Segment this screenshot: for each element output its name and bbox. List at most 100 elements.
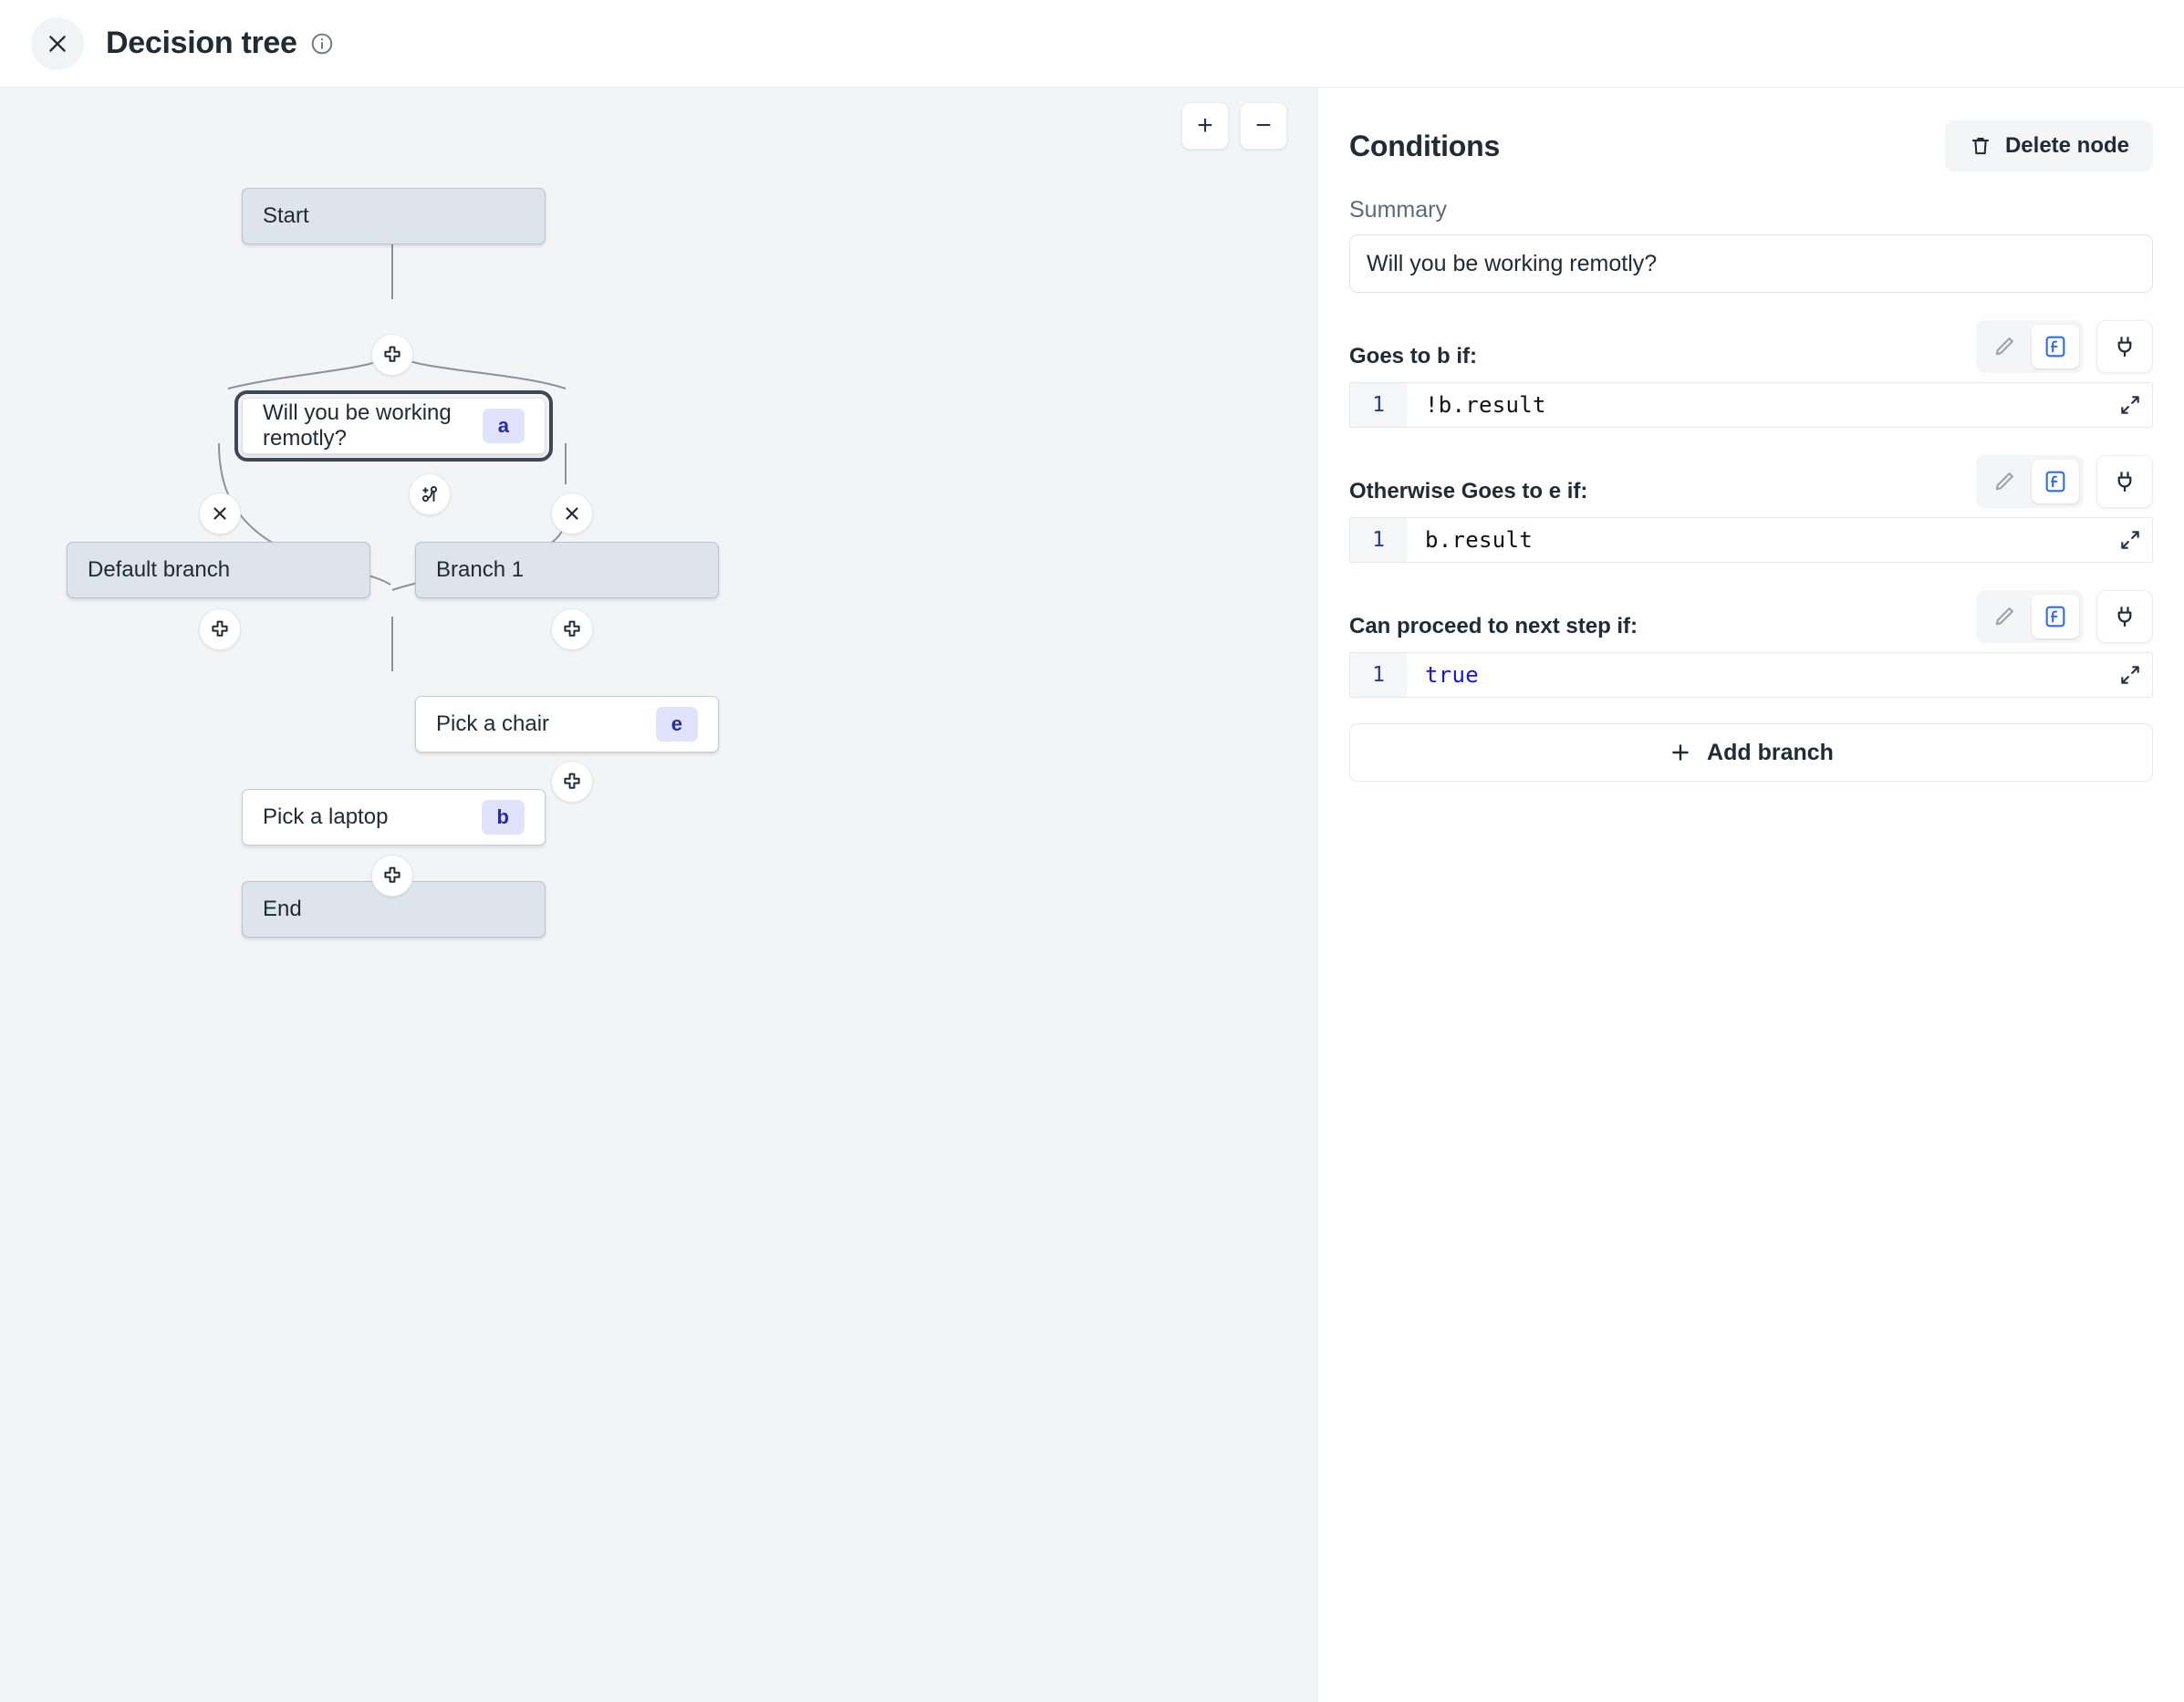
code-text[interactable]: !b.result <box>1425 392 1546 418</box>
node-label: End <box>263 897 302 921</box>
zoom-out-button[interactable]: − <box>1240 102 1287 150</box>
mode-segmented-control <box>1976 590 2084 643</box>
expand-icon <box>2121 666 2139 684</box>
condition-label: Goes to b if: <box>1349 344 1477 368</box>
close-icon <box>213 507 226 520</box>
pencil-icon <box>1995 607 2013 626</box>
add-step-after-chair-button[interactable] <box>551 761 593 803</box>
add-branch-button[interactable]: Add branch <box>1349 723 2153 782</box>
node-pick-a-laptop[interactable]: Pick a laptop b <box>242 789 546 846</box>
add-branch-handle[interactable] <box>409 473 451 515</box>
summary-label: Summary <box>1349 197 1447 223</box>
code-text[interactable]: true <box>1425 662 1479 688</box>
add-branch-label: Add branch <box>1707 739 1834 765</box>
condition-row: Otherwise Goes to e if: <box>1349 455 2153 508</box>
condition-block-can-proceed: Can proceed to next step if: <box>1349 590 2153 698</box>
condition-block-otherwise-goes-to-e: Otherwise Goes to e if: <box>1349 455 2153 563</box>
code-editor[interactable]: 1 b.result <box>1349 517 2153 563</box>
node-label: Default branch <box>88 557 231 582</box>
page-title: Decision tree <box>106 26 297 60</box>
line-number: 1 <box>1350 653 1407 697</box>
condition-row: Can proceed to next step if: <box>1349 590 2153 643</box>
body-split: + − <box>0 88 2184 1702</box>
condition-label: Can proceed to next step if: <box>1349 614 1638 638</box>
node-label: Pick a laptop <box>263 804 389 829</box>
plus-icon <box>564 773 580 789</box>
line-number: 1 <box>1350 518 1407 562</box>
condition-tools <box>1976 455 2153 508</box>
conditions-panel: Conditions Delete node Summary Goes to b… <box>1318 88 2184 1702</box>
zoom-in-button[interactable]: + <box>1181 102 1229 150</box>
pencil-icon <box>1995 337 2013 356</box>
remove-branch-1-button[interactable] <box>551 493 593 534</box>
function-icon <box>2045 471 2065 493</box>
expand-icon <box>2121 531 2139 549</box>
node-condition-a[interactable]: Will you be working remotly? a <box>234 390 553 462</box>
title-wrap: Decision tree <box>106 26 334 61</box>
code-text[interactable]: b.result <box>1425 527 1533 553</box>
panel-header: Conditions Delete node <box>1349 120 2153 171</box>
expand-editor-button[interactable] <box>2110 385 2150 425</box>
condition-label: Otherwise Goes to e if: <box>1349 479 1588 503</box>
plus-icon <box>564 620 580 637</box>
add-step-branch-1-button[interactable] <box>551 608 593 650</box>
node-badge: b <box>481 800 525 835</box>
connect-button[interactable] <box>2096 455 2153 508</box>
close-button[interactable] <box>31 16 84 70</box>
expression-mode-button[interactable] <box>2032 595 2079 638</box>
add-step-after-start-button[interactable] <box>371 334 413 376</box>
panel-title: Conditions <box>1349 129 1501 162</box>
node-start[interactable]: Start <box>242 188 546 244</box>
expression-mode-button[interactable] <box>2032 325 2079 368</box>
node-badge: e <box>655 707 698 742</box>
expand-editor-button[interactable] <box>2110 655 2150 695</box>
expression-mode-button[interactable] <box>2032 460 2079 503</box>
expand-icon <box>2121 396 2139 414</box>
condition-tools <box>1976 590 2153 643</box>
flow-edges <box>218 244 567 671</box>
connect-button[interactable] <box>2096 320 2153 373</box>
remove-default-branch-button[interactable] <box>199 493 241 534</box>
plug-icon <box>2117 472 2132 493</box>
plug-icon <box>2117 337 2132 358</box>
node-label: Branch 1 <box>436 557 525 582</box>
connect-button[interactable] <box>2096 590 2153 643</box>
node-pick-a-chair[interactable]: Pick a chair e <box>415 696 719 752</box>
mode-segmented-control <box>1976 320 2084 373</box>
app-header: Decision tree <box>0 0 2184 88</box>
plus-icon <box>1672 744 1689 761</box>
node-label: Start <box>263 203 309 228</box>
delete-node-label: Delete node <box>2004 133 2129 158</box>
mode-segmented-control <box>1976 455 2084 508</box>
edit-mode-button[interactable] <box>1981 460 2028 503</box>
plug-icon <box>2117 607 2132 628</box>
function-icon <box>2045 606 2065 628</box>
condition-row: Goes to b if: <box>1349 320 2153 373</box>
flow-canvas[interactable]: + − <box>0 88 1318 1702</box>
node-default-branch[interactable]: Default branch <box>67 542 370 598</box>
code-editor[interactable]: 1 !b.result <box>1349 382 2153 428</box>
info-icon[interactable] <box>310 32 334 56</box>
add-step-after-laptop-button[interactable] <box>371 855 413 897</box>
branch-plus-icon <box>421 485 438 503</box>
condition-block-goes-to-b: Goes to b if: <box>1349 320 2153 428</box>
expand-editor-button[interactable] <box>2110 520 2150 560</box>
line-number: 1 <box>1350 383 1407 427</box>
edit-mode-button[interactable] <box>1981 595 2028 638</box>
node-label: Will you be working remotly? <box>263 400 452 451</box>
plus-icon <box>212 620 228 637</box>
node-branch-1[interactable]: Branch 1 <box>415 542 719 598</box>
trash-icon <box>1971 137 1990 155</box>
plus-icon <box>384 346 400 362</box>
summary-input[interactable] <box>1349 234 2153 293</box>
delete-node-button[interactable]: Delete node <box>1944 120 2153 171</box>
edit-mode-button[interactable] <box>1981 325 2028 368</box>
node-label: Pick a chair <box>436 711 550 736</box>
close-icon <box>566 507 578 520</box>
add-step-default-branch-button[interactable] <box>199 608 241 650</box>
zoom-controls: + − <box>1181 102 1287 150</box>
close-icon <box>49 35 66 52</box>
function-icon <box>2045 336 2065 358</box>
code-editor[interactable]: 1 true <box>1349 652 2153 698</box>
